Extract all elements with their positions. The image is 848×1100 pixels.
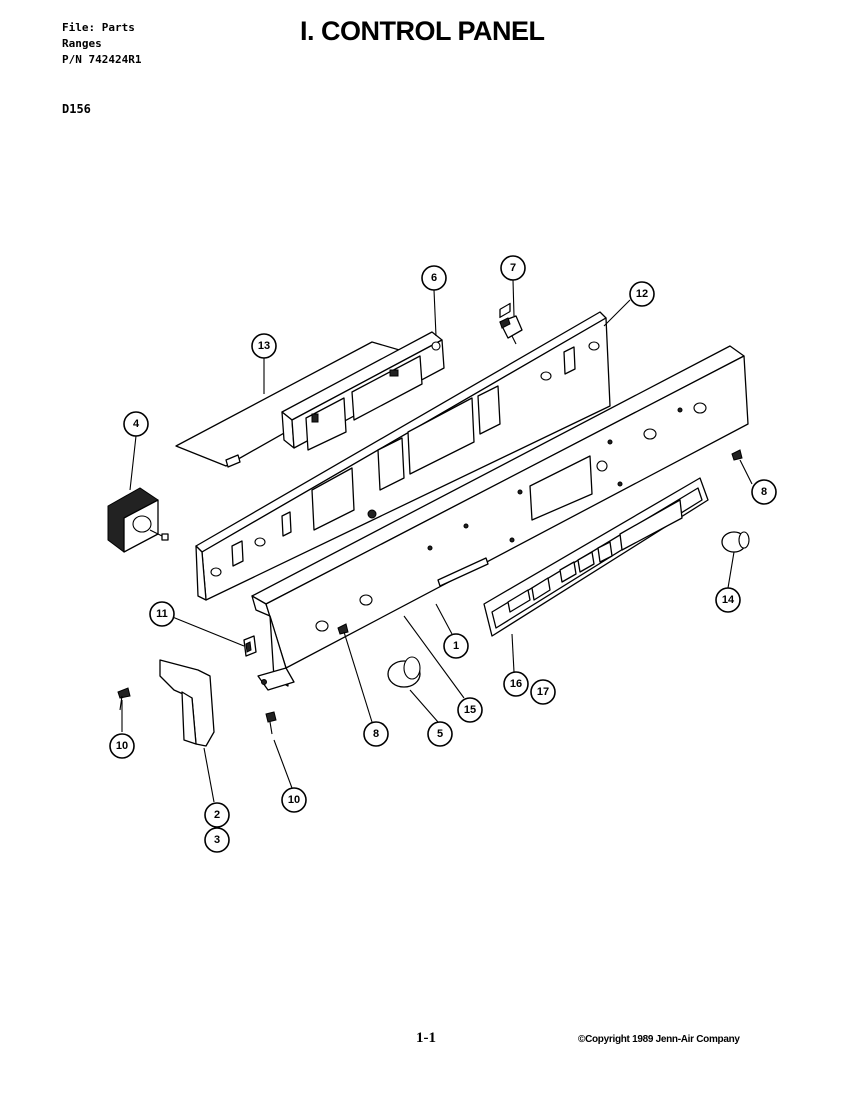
callout-10-center: 10 [281, 787, 307, 813]
callout-11-label: 11 [156, 608, 168, 620]
callout-2-label: 2 [214, 809, 220, 821]
callout-6: 6 [421, 265, 447, 291]
callout-14-label: 14 [722, 594, 735, 606]
callout-12-label: 12 [636, 288, 648, 300]
part-14-knob [721, 531, 750, 553]
callout-4-label: 4 [133, 418, 140, 430]
callout-8-lower: 8 [363, 721, 389, 747]
part-2-3-end-cap [159, 659, 215, 747]
part-7-switch [499, 315, 523, 345]
model-code: D156 [62, 102, 91, 116]
callout-10-center-label: 10 [288, 794, 300, 806]
callout-1-label: 1 [453, 640, 459, 652]
callout-7-label: 7 [510, 262, 516, 274]
copyright-notice: ©Copyright 1989 Jenn-Air Company [578, 1034, 740, 1045]
callout-4: 4 [123, 411, 149, 437]
part-8-screw-lower [337, 623, 373, 723]
part-number-line: P/N 742424R1 [62, 53, 142, 66]
callout-5: 5 [427, 721, 453, 747]
callout-17-label: 17 [537, 686, 549, 698]
callout-7: 7 [500, 255, 526, 281]
callout-8-right: 8 [751, 479, 777, 505]
page-title: I. CONTROL PANEL [300, 16, 545, 46]
part-8-screw-right [731, 449, 743, 461]
callout-11: 11 [149, 601, 175, 627]
file-line: File: Parts [62, 21, 135, 34]
callout-17: 17 [530, 679, 556, 705]
callout-6-label: 6 [431, 272, 437, 284]
part-11-clip [243, 635, 257, 657]
part-10-screw-left [117, 687, 131, 711]
callout-1: 1 [443, 633, 469, 659]
callout-15-label: 15 [464, 704, 476, 716]
callout-12: 12 [629, 281, 655, 307]
callout-8-right-label: 8 [761, 486, 767, 498]
callout-2: 2 [204, 802, 230, 828]
callout-13: 13 [251, 333, 277, 359]
callout-3-label: 3 [214, 834, 220, 846]
callout-16-label: 16 [510, 678, 522, 690]
category-line: Ranges [62, 37, 102, 50]
callout-13-label: 13 [258, 340, 270, 352]
part-10-screw-center [265, 711, 277, 735]
callout-10-left: 10 [109, 733, 135, 759]
part-15-main-console [251, 345, 749, 691]
part-5-knob [387, 656, 421, 688]
page-number: 1-1 [416, 1030, 436, 1046]
callout-5-label: 5 [437, 728, 443, 740]
part-4-selector-switch [107, 487, 169, 553]
leader-lines [121, 279, 753, 803]
part-16-17-overlay-trim [483, 302, 709, 637]
callout-8-lower-label: 8 [373, 728, 379, 740]
callout-15: 15 [457, 697, 483, 723]
part-12-rear-panel [195, 311, 611, 601]
file-info-block: File: Parts Ranges P/N 742424R1 [62, 20, 141, 68]
callout-16: 16 [503, 671, 529, 697]
callout-14: 14 [715, 587, 741, 613]
callout-3: 3 [204, 827, 230, 853]
callout-10-left-label: 10 [116, 740, 128, 752]
part-6-control-board [281, 331, 445, 451]
